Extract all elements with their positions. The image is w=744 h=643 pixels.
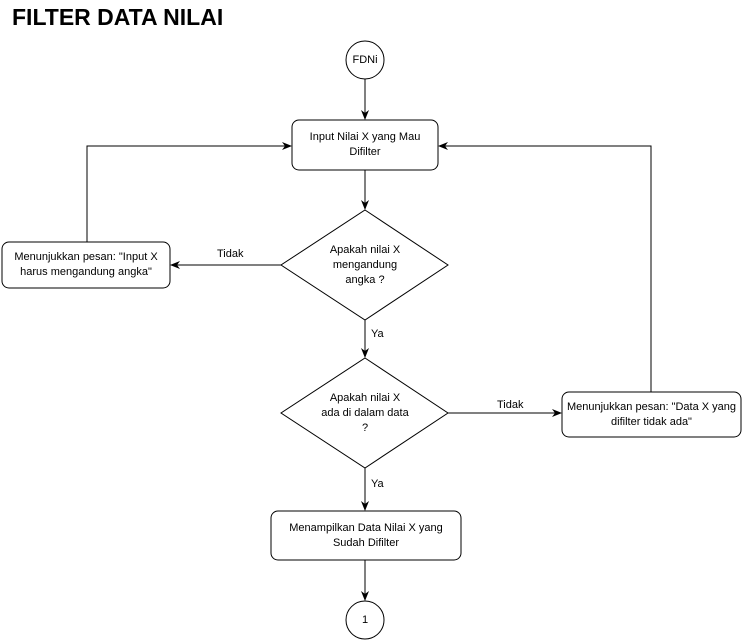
arrow-msg-numeric-to-input	[86, 142, 292, 242]
arrow-msg-exists-to-input	[438, 142, 652, 392]
end-connector	[345, 600, 385, 640]
input-label: Input Nilai X yang Mau Difilter	[309, 131, 421, 158]
decision-exists-label: Apakah nilai X ada di dalam data ?	[321, 391, 409, 434]
display-process-box	[270, 510, 462, 561]
msg-numeric-label: Menunjukkan pesan: "Input X harus mengan…	[14, 251, 158, 278]
decision-numeric-label: Apakah nilai X mengandung angka ?	[329, 243, 401, 286]
start-label: FDNi	[352, 53, 378, 66]
edge-label-ya-exists: Ya	[371, 478, 384, 491]
edge-label-tidak-numeric: Tidak	[217, 248, 244, 261]
display-label: Menampilkan Data Nilai X yang Sudah Difi…	[289, 521, 443, 549]
msg-exists-label: Menunjukkan pesan: "Data X yang difilter…	[566, 400, 736, 428]
diagram-title: FILTER DATA NILAI	[12, 4, 224, 30]
edge-label-ya-numeric: Ya	[371, 328, 384, 341]
edge-label-tidak-exists: Tidak	[497, 399, 524, 412]
end-label: 1	[361, 613, 369, 626]
